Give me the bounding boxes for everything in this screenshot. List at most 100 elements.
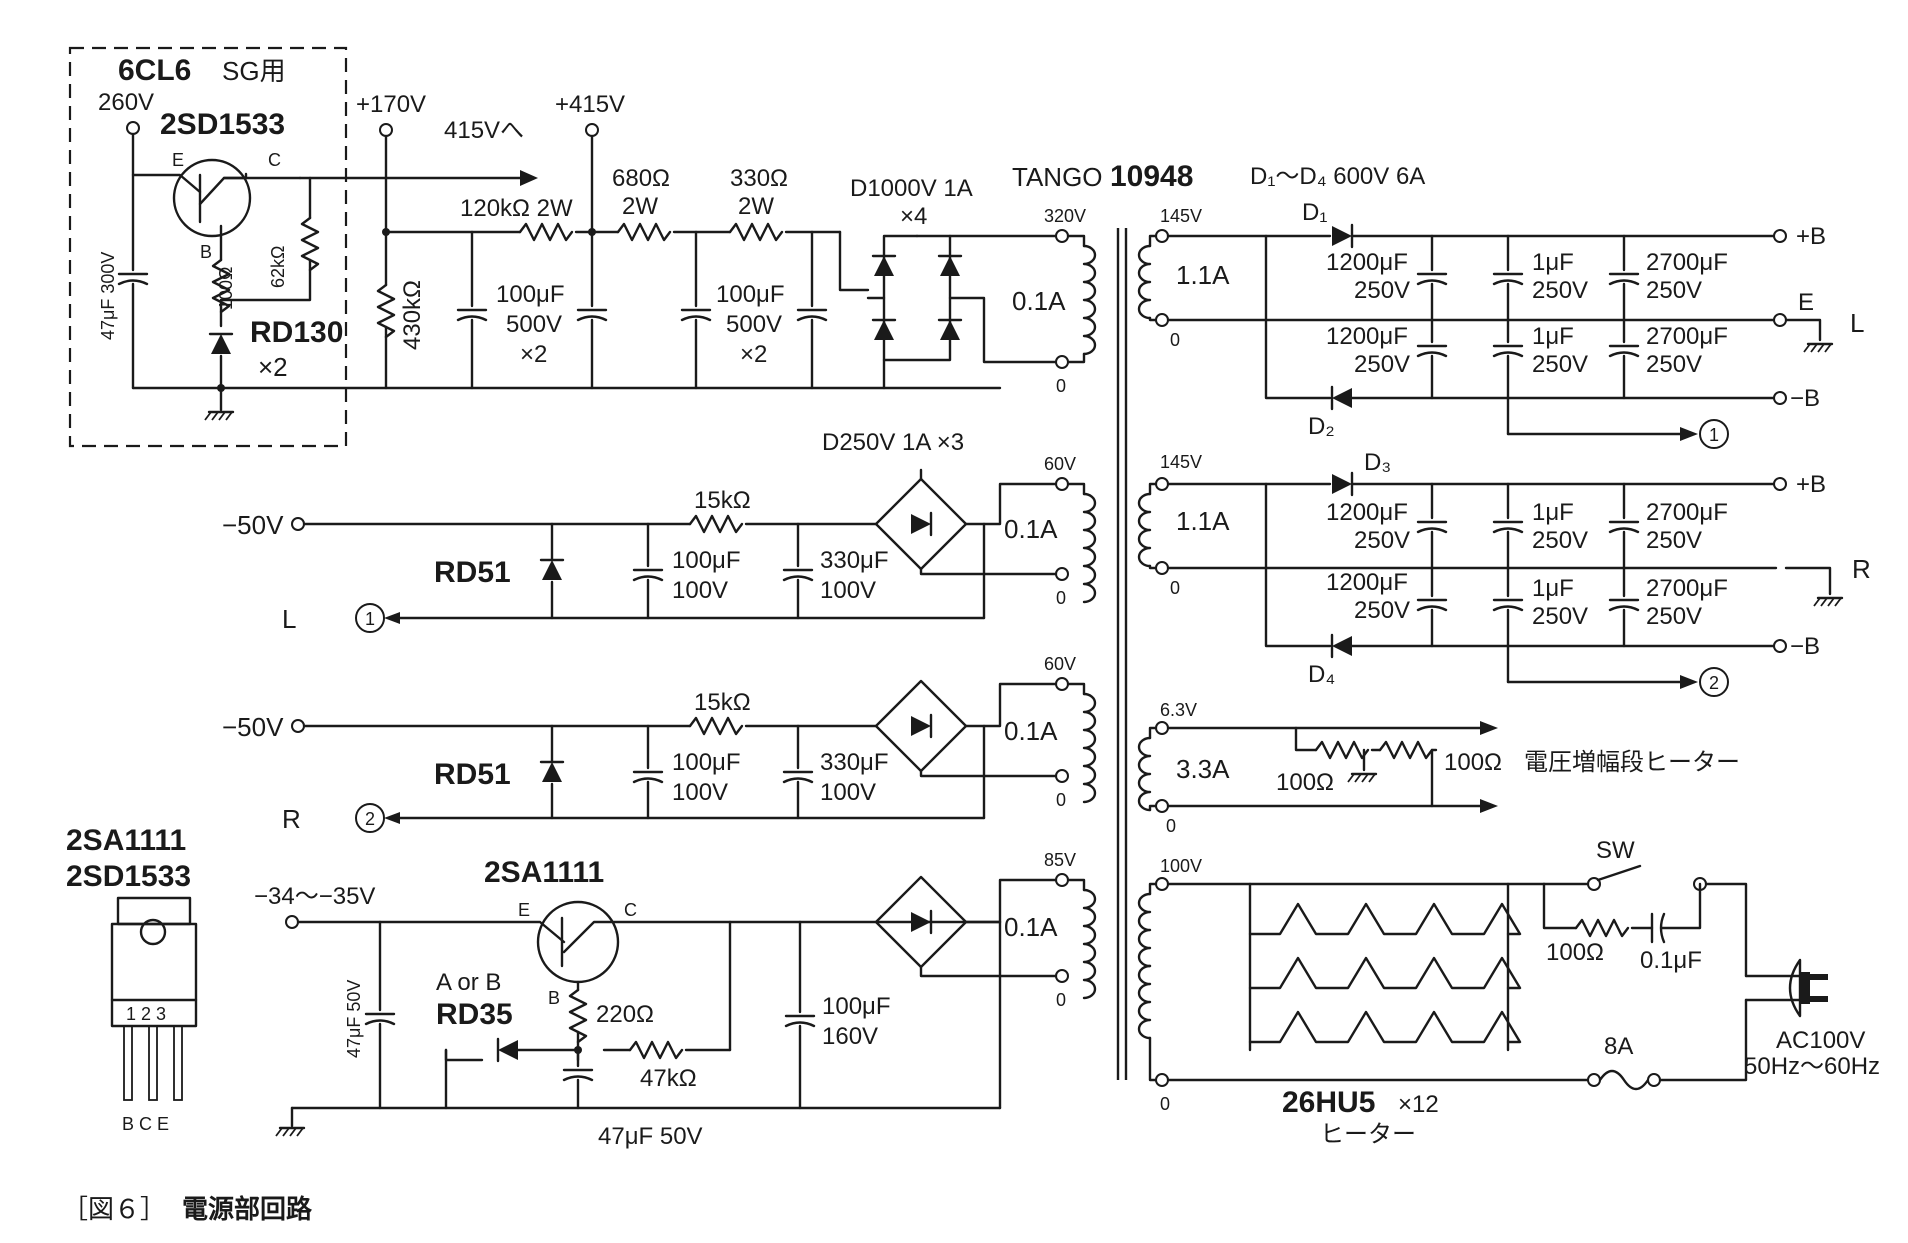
main-r-cbig1-a: 1200μF — [1326, 499, 1408, 526]
hv-diode-count: ×4 — [900, 203, 927, 230]
reg-pin-e: E — [518, 900, 530, 920]
sg-zener-label: RD130 — [250, 316, 343, 349]
neg-r-ch: R — [282, 804, 301, 834]
heater-amp-v: 6.3V — [1160, 700, 1197, 720]
sg-cap-label: 47μF 300V — [98, 252, 118, 340]
main-r-zero: 0 — [1170, 578, 1180, 598]
main-l-cbig2-b: 250V — [1354, 351, 1410, 378]
main-diodes: D₁～D₄ 600V 6A — [1250, 163, 1425, 190]
main-l-seca: 1.1A — [1176, 260, 1230, 290]
hv-c1-label-c: ×2 — [520, 341, 547, 368]
figure-caption: ［図６］ 電源部回路 — [62, 1194, 313, 1224]
neg-r-c1-a: 100μF — [672, 749, 741, 776]
main-l-co2-b: 250V — [1646, 351, 1702, 378]
main-d2: D₂ — [1308, 413, 1335, 440]
main-l-cs2-a: 1μF — [1532, 323, 1574, 350]
trans-s2-volt: 60V — [1044, 454, 1076, 474]
hv-r1-label: 120kΩ 2W — [460, 195, 573, 222]
main-r-node: 2 — [1709, 673, 1719, 693]
main-d3: D₃ — [1364, 449, 1391, 476]
hv-r2-label-b: 2W — [622, 193, 658, 220]
hv-filter-section: +170V +415V 415Vへ 120kΩ 2W 680Ω 2W 330Ω … — [298, 91, 1062, 390]
main-l-secv: 145V — [1160, 206, 1202, 226]
neg-bias-r: −50V 15kΩ RD51 100μF 100V 330μF 100V 2 R — [222, 679, 1058, 834]
neg-l-node: 1 — [365, 609, 375, 629]
hv-arrow-label: 415Vへ — [444, 117, 524, 144]
pkg-label-2: 2SD1533 — [66, 860, 191, 893]
trans-s3-zero: 0 — [1056, 790, 1066, 810]
neg-r-node: 2 — [365, 809, 375, 829]
sg-zener-count: ×2 — [258, 352, 288, 382]
hv-c2-label-c: ×2 — [740, 341, 767, 368]
main-r-minusb: −B — [1790, 633, 1820, 660]
sg-r-base: 100Ω — [216, 267, 236, 311]
trans-s4-volt: 85V — [1044, 850, 1076, 870]
pkg-pins: 1 2 3 — [126, 1004, 166, 1024]
neg-l-volt: −50V — [222, 510, 284, 540]
main-supply-l: D₁～D₄ 600V 6A 145V 0 1.1A D₁ +B −B D₂ E … — [1137, 163, 1864, 449]
sg-supply-box: 6CL6 SG用 260V 2SD1533 E C B 100Ω 62kΩ RD… — [68, 46, 1002, 448]
heater-main: 100V 0 26HU5 ×12 ヒーター SW 100Ω 0.1μF 8A A… — [1137, 837, 1880, 1148]
heater-amp: 6.3V 0 3.3A 100Ω 100Ω 電圧増幅段ヒーター — [1137, 700, 1740, 836]
caption-title: 電源部回路 — [182, 1194, 313, 1224]
main-r-co1-a: 2700μF — [1646, 499, 1728, 526]
sg-title-suffix: SG用 — [222, 56, 286, 86]
heater-main-zero: 0 — [1160, 1094, 1170, 1114]
main-l-ch: L — [1850, 308, 1864, 338]
trans-s1-volt: 320V — [1044, 206, 1086, 226]
neg-l-c2-b: 100V — [820, 577, 876, 604]
main-l-cs2-b: 250V — [1532, 351, 1588, 378]
reg-cap-in: 47μF 50V — [344, 980, 364, 1058]
main-l-cs1-b: 250V — [1532, 277, 1588, 304]
hv-diode-label: D1000V 1A — [850, 175, 973, 202]
main-l-e: E — [1798, 289, 1814, 316]
heater-main-label: ヒーター — [1320, 1121, 1416, 1148]
trans-s3-amp: 0.1A — [1004, 716, 1058, 746]
heater-amp-a: 3.3A — [1176, 754, 1230, 784]
heater-fuse: 8A — [1604, 1033, 1633, 1060]
main-d1: D₁ — [1302, 199, 1327, 226]
reg-pin-c: C — [624, 900, 637, 920]
neg-l-zener: RD51 — [434, 556, 511, 589]
main-l-cbig2-a: 1200μF — [1326, 323, 1408, 350]
pkg-label-1: 2SA1111 — [66, 824, 186, 857]
trans-model: 10948 — [1110, 160, 1193, 193]
reg-zener-ab: A or B — [436, 969, 501, 996]
reg-r2: 47kΩ — [640, 1065, 697, 1092]
hv-415-label: +415V — [555, 91, 625, 118]
reg-transistor: 2SA1111 — [484, 856, 604, 889]
trans-s2-amp: 0.1A — [1004, 514, 1058, 544]
neg-l-c1-b: 100V — [672, 577, 728, 604]
main-r-cs2-b: 250V — [1532, 603, 1588, 630]
trans-s3-volt: 60V — [1044, 654, 1076, 674]
main-r-co2-b: 250V — [1646, 603, 1702, 630]
heater-main-v: 100V — [1160, 856, 1202, 876]
neg-r-zener: RD51 — [434, 758, 511, 791]
reg-r1: 220Ω — [596, 1001, 654, 1028]
neg-bias-l: D250V 1A ×3 −50V 15kΩ RD51 100μF 100V 33… — [222, 429, 1058, 634]
main-r-cbig2-a: 1200μF — [1326, 569, 1408, 596]
hv-r2-label-a: 680Ω — [612, 165, 670, 192]
neg-l-r-label: 15kΩ — [694, 487, 751, 514]
heater-amp-r2: 100Ω — [1444, 749, 1502, 776]
trans-s1-zero: 0 — [1056, 376, 1066, 396]
sg-pin-c: C — [268, 150, 281, 170]
main-r-co2-a: 2700μF — [1646, 575, 1728, 602]
hv-c2-label-a: 100μF — [716, 281, 785, 308]
trans-s1-amp: 0.1A — [1012, 286, 1066, 316]
heater-main-count: ×12 — [1398, 1091, 1439, 1118]
sg-pin-b: B — [200, 242, 212, 262]
neg-l-c2-a: 330μF — [820, 547, 889, 574]
main-l-co1-a: 2700μF — [1646, 249, 1728, 276]
neg-r-c2-a: 330μF — [820, 749, 889, 776]
main-r-cs1-b: 250V — [1532, 527, 1588, 554]
neg-l-c1-a: 100μF — [672, 547, 741, 574]
main-r-cbig2-b: 250V — [1354, 597, 1410, 624]
neg-r-r-label: 15kΩ — [694, 689, 751, 716]
neg-bridge-label: D250V 1A ×3 — [822, 429, 964, 456]
transistor-package: 2SA1111 2SD1533 1 2 3 B C E — [66, 824, 198, 1134]
heater-sw-label: SW — [1596, 837, 1635, 864]
reg-pin-b: B — [548, 988, 560, 1008]
reg-cout-a: 100μF — [822, 993, 891, 1020]
